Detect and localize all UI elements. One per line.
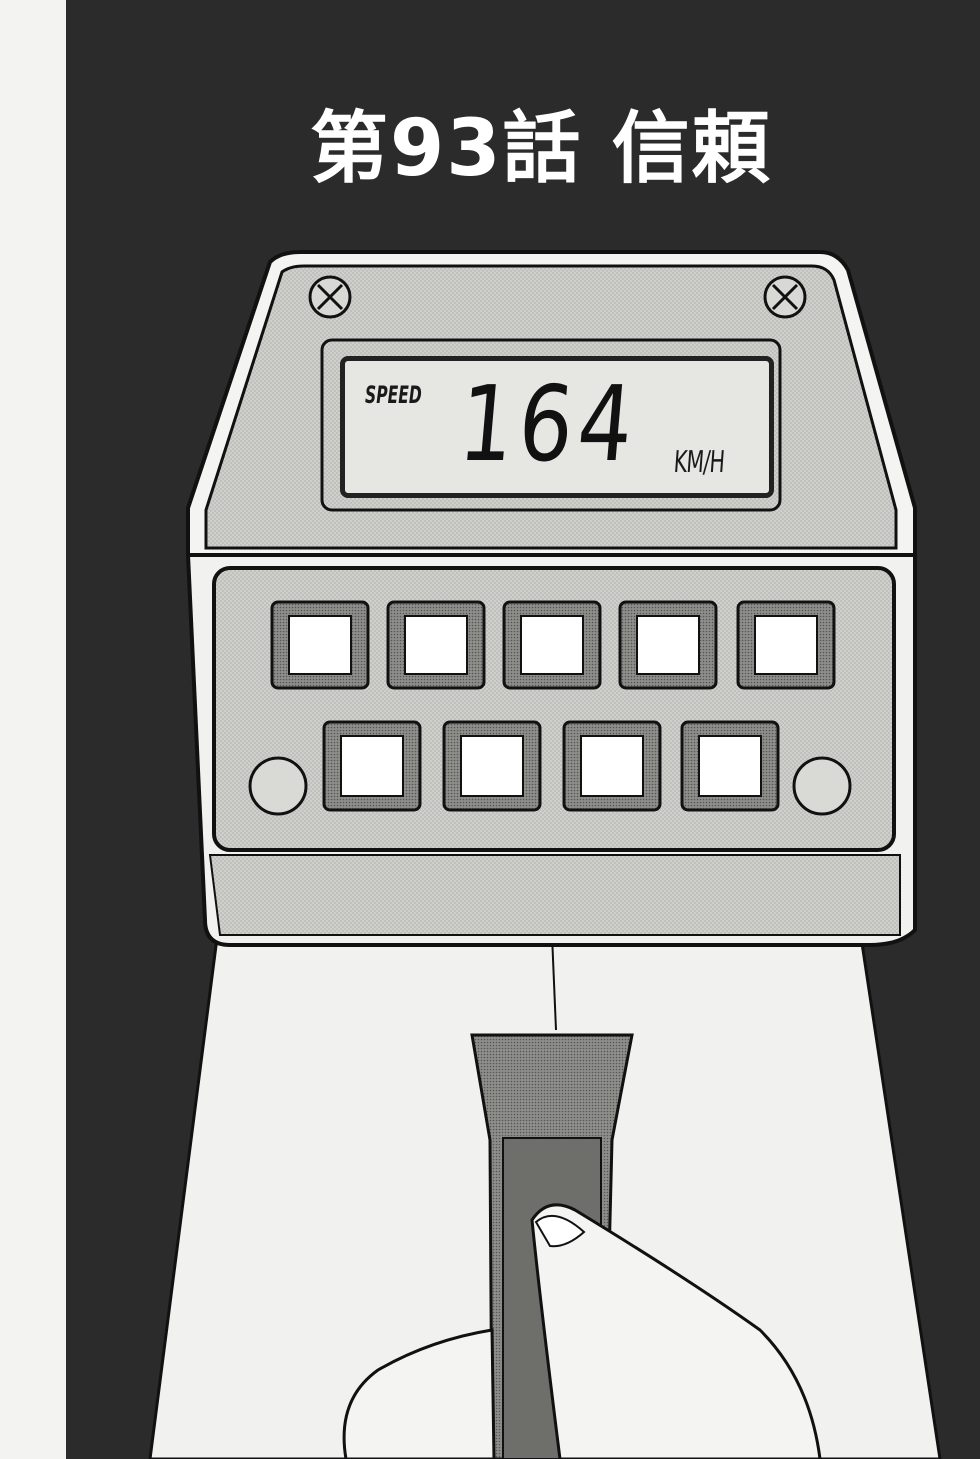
- center-line: [551, 934, 557, 1031]
- screw-icon: [308, 275, 352, 319]
- hand-left: [342, 1328, 496, 1459]
- key-row-bottom: [322, 720, 780, 812]
- indicator-right: [792, 756, 852, 816]
- speed-value: 164: [454, 363, 643, 485]
- keypad-lower-band: [208, 854, 901, 936]
- speed-display: SPEED 164 KM/H: [340, 356, 774, 498]
- fingernail: [534, 1214, 586, 1248]
- speed-unit: KM/H: [672, 445, 726, 480]
- speed-label: SPEED: [365, 381, 422, 409]
- screw-icon: [763, 275, 807, 319]
- key-row-top: [270, 600, 836, 690]
- finger: [530, 1203, 822, 1459]
- indicator-left: [248, 756, 308, 816]
- chapter-title: 第93話 信頼: [310, 104, 772, 194]
